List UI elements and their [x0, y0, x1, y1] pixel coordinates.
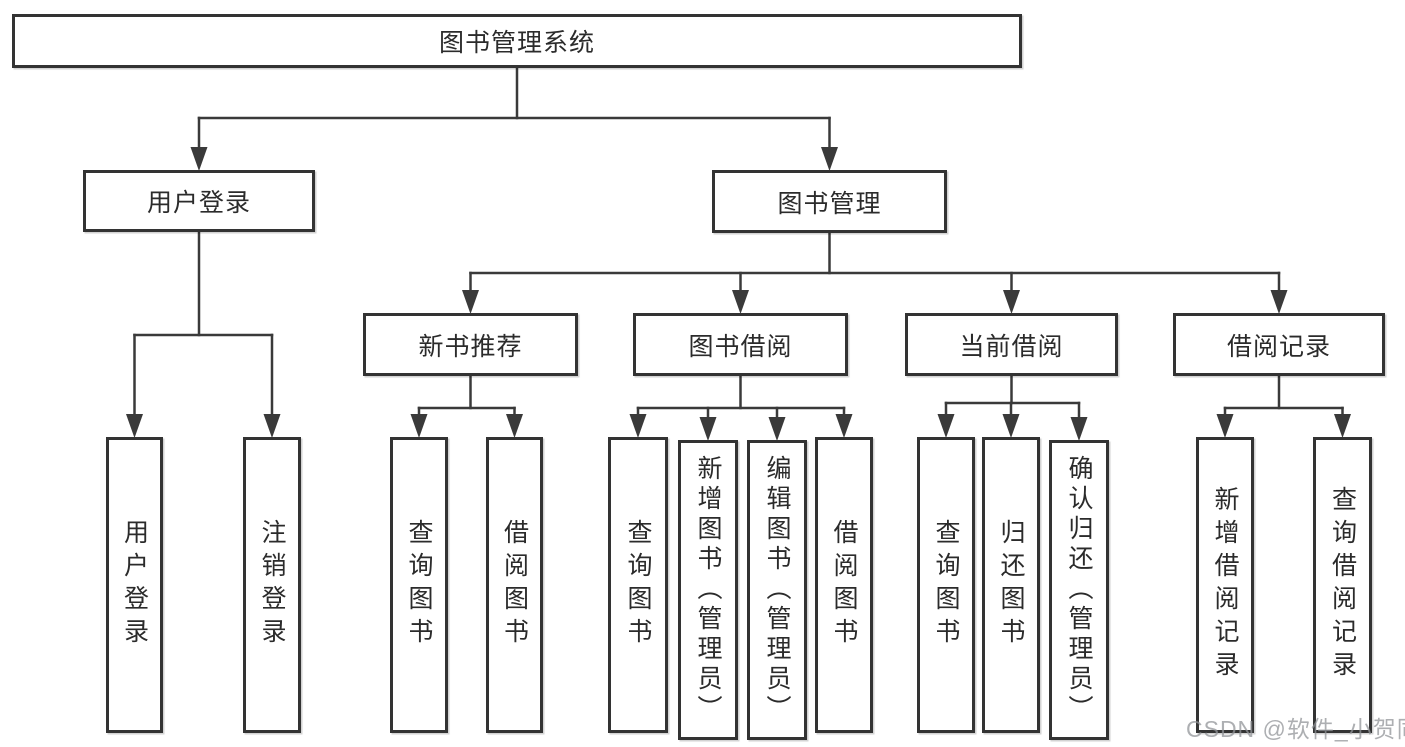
node-current-borrowing: 当前借阅	[905, 313, 1118, 376]
arrowhead-icon	[506, 414, 523, 438]
node-system: 图书管理系统	[12, 14, 1022, 68]
node-label: 归还图书	[997, 519, 1025, 651]
node-borrowing-borrow-books: 借阅图书	[815, 437, 873, 733]
node-label: 确认归还（管理员）	[1065, 455, 1093, 725]
node-label: 图书管理	[777, 189, 882, 218]
node-label: 查询图书	[405, 519, 433, 651]
node-new-book-recommend: 新书推荐	[363, 313, 578, 376]
node-label: 借阅图书	[500, 519, 529, 651]
node-records-query-record: 查询借阅记录	[1313, 437, 1372, 733]
arrowhead-icon	[410, 414, 428, 438]
arrowhead-icon	[821, 147, 838, 171]
node-user-login-action: 用户登录	[106, 437, 163, 733]
arrowhead-icon	[462, 290, 479, 314]
node-records-add-record: 新增借阅记录	[1196, 437, 1254, 733]
arrowhead-icon	[1002, 414, 1020, 438]
node-borrowing-records: 借阅记录	[1173, 313, 1385, 376]
node-label: 新书推荐	[418, 332, 523, 361]
arrowhead-icon	[126, 414, 143, 438]
node-recommend-borrow-books: 借阅图书	[486, 437, 543, 733]
arrowhead-icon	[937, 414, 955, 438]
node-recommend-query-books: 查询图书	[390, 437, 448, 733]
arrowhead-icon	[1270, 290, 1288, 314]
node-label: 图书管理系统	[438, 29, 595, 57]
arrowhead-icon	[699, 417, 717, 441]
node-label: 编辑图书（管理员）	[763, 455, 791, 725]
arrowhead-icon	[190, 147, 208, 171]
node-label: 借阅记录	[1226, 332, 1331, 361]
node-borrowing-edit-books-admin: 编辑图书（管理员）	[747, 440, 807, 740]
arrowhead-icon	[768, 417, 786, 441]
node-label: 查询图书	[624, 519, 652, 651]
arrowhead-icon	[1003, 290, 1020, 314]
node-label: 新增借阅记录	[1211, 486, 1239, 684]
node-current-confirm-return-admin: 确认归还（管理员）	[1049, 440, 1109, 740]
node-label: 当前借阅	[959, 332, 1064, 361]
node-borrowing-query-books: 查询图书	[608, 437, 668, 733]
arrowhead-icon	[263, 414, 281, 438]
arrowhead-icon	[1334, 414, 1351, 438]
node-label: 图书借阅	[688, 332, 793, 361]
node-label: 用户登录	[146, 189, 251, 217]
node-borrowing-add-books-admin: 新增图书（管理员）	[678, 440, 738, 740]
node-label: 查询借阅记录	[1328, 486, 1357, 684]
node-label: 注销登录	[258, 519, 286, 651]
node-logout-action: 注销登录	[243, 437, 301, 733]
node-label: 新增图书（管理员）	[694, 455, 722, 725]
arrowhead-icon	[1070, 417, 1088, 441]
arrowhead-icon	[1216, 414, 1234, 438]
node-label: 查询图书	[932, 519, 960, 651]
node-current-return-books: 归还图书	[982, 437, 1040, 733]
csdn-watermark: CSDN @软件_小贺同学	[1186, 716, 1405, 742]
arrowhead-icon	[835, 414, 853, 438]
arrowhead-icon	[732, 290, 749, 314]
node-label: 借阅图书	[830, 519, 858, 651]
arrowhead-icon	[629, 414, 647, 438]
node-book-management: 图书管理	[712, 170, 947, 233]
node-current-query-books: 查询图书	[917, 437, 975, 733]
node-book-borrowing: 图书借阅	[633, 313, 848, 376]
node-user-login: 用户登录	[83, 170, 315, 232]
node-label: 用户登录	[120, 519, 149, 651]
